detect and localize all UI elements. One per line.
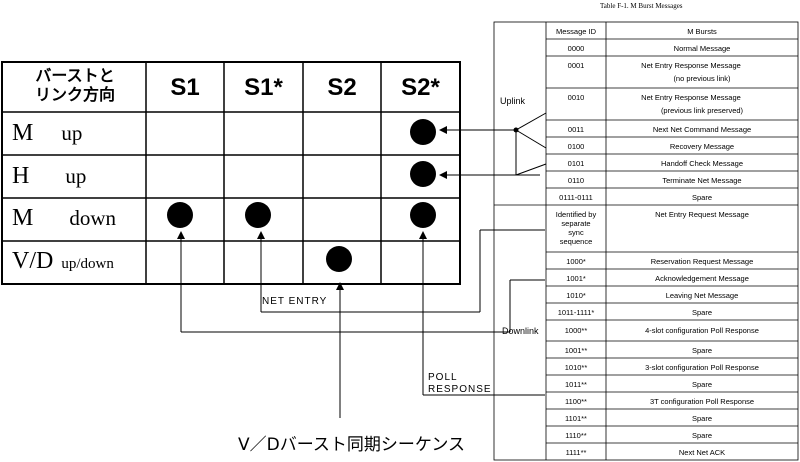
table-row-msg: Next Net Command Message xyxy=(652,125,752,134)
row-label-main: M xyxy=(12,120,34,146)
table-row-id: 1010* xyxy=(566,291,586,300)
dot-vd-s2 xyxy=(326,246,352,272)
table-row-msg: Spare xyxy=(691,346,712,355)
dot-h-up-s2star xyxy=(410,161,436,187)
dot-m-down-s1star xyxy=(245,202,271,228)
table-row-id: 0011 xyxy=(567,125,585,134)
table-row-id: 1000* xyxy=(566,257,586,266)
corner-header: バーストと リンク方向 xyxy=(8,66,142,104)
table-row-id: 1100** xyxy=(565,397,587,406)
uplink-label: Uplink xyxy=(500,96,526,106)
table-row-msg: 3T configuration Poll Response xyxy=(649,397,755,406)
id-line-4: sequence xyxy=(559,237,593,246)
table-row-msg: Handoff Check Message xyxy=(661,159,743,168)
corner-line-1: バーストと xyxy=(35,66,115,85)
dot-m-down-s2star xyxy=(410,202,436,228)
vd-sync-caption: V／Dバースト同期シーケンス xyxy=(238,435,466,455)
poll-response-label: POLL RESPONSE xyxy=(428,372,492,396)
table-row-id: 0000 xyxy=(567,44,585,53)
table-row-id: 1001* xyxy=(566,274,586,283)
dot-m-up-s2star xyxy=(410,119,436,145)
table-row-msg: Terminate Net Message xyxy=(662,176,742,185)
table-row-id: 0010 xyxy=(567,93,585,102)
col-header-s1-star: S1* xyxy=(244,74,283,101)
col-header-s1: S1 xyxy=(170,74,200,101)
col-header-s2-star: S2* xyxy=(401,74,440,101)
table-title: Table F-1. M Burst Messages xyxy=(600,2,683,10)
table-row-id: 1010** xyxy=(564,363,588,372)
table-row-id: 0111-0111 xyxy=(559,193,593,202)
table-row-id: 1011** xyxy=(565,380,587,389)
corner-line-2: リンク方向 xyxy=(34,85,115,104)
header-message-id: Message ID xyxy=(555,27,597,36)
table-row-msg: Net Entry Response Message xyxy=(641,93,741,102)
id-line-3: sync xyxy=(568,228,584,237)
table-row-msg: Spare xyxy=(691,380,712,389)
table-row-id: 0101 xyxy=(567,159,585,168)
table-row-msg: Net Entry Request Message xyxy=(655,210,749,219)
table-row-id: 1110** xyxy=(565,431,587,440)
table-row-msg: Spare xyxy=(691,193,712,202)
row-label-main: H xyxy=(12,163,30,189)
table-row-msg: 4-slot configuration Poll Response xyxy=(645,326,759,335)
table-row-msg: Spare xyxy=(691,431,712,440)
id-line-1: Identified by xyxy=(555,210,597,219)
table-row-msg: Spare xyxy=(691,414,712,423)
table-row-msg: Reservation Request Message xyxy=(650,257,754,266)
table-row-id: 1111** xyxy=(565,448,587,457)
row-label-m-down: M down xyxy=(12,205,116,232)
row-label-sub: down xyxy=(69,206,117,230)
table-row-msg: Acknowledgement Message xyxy=(655,274,749,283)
table-row-msg: Spare xyxy=(691,308,712,317)
row-label-m-up: M up xyxy=(12,120,82,147)
row-label-vd: V/D up/down xyxy=(12,248,114,275)
dot-m-down-s1 xyxy=(167,202,193,228)
table-row-msg-note: (no previous link) xyxy=(673,74,731,83)
table-row-msg: 3-slot configuration Poll Response xyxy=(645,363,759,372)
table-row-id: 0100 xyxy=(567,142,585,151)
table-row-id: 1001** xyxy=(564,346,588,355)
table-row-id: 0110 xyxy=(567,176,585,185)
table-row-id: 1011-1111* xyxy=(557,308,595,317)
burst-grid: バーストと リンク方向 S1 S1* S2 S2* M up H up M do… xyxy=(0,0,470,300)
table-row-msg: Normal Message xyxy=(673,44,731,53)
poll-line-2: RESPONSE xyxy=(428,384,492,395)
table-row-msg: Leaving Net Message xyxy=(665,291,739,300)
row-label-sub: up/down xyxy=(61,256,114,272)
table-row-msg: Recovery Message xyxy=(669,142,735,151)
row-label-main: M xyxy=(12,205,34,231)
table-row-id: 0001 xyxy=(567,61,585,70)
downlink-label: Downlink xyxy=(502,326,539,336)
row-label-h-up: H up xyxy=(12,163,86,190)
table-row-id: 1101** xyxy=(565,414,587,423)
poll-line-1: POLL xyxy=(428,372,458,383)
row-label-sub: up xyxy=(61,121,83,145)
table-row-id: Identified by separate sync sequence xyxy=(546,210,606,246)
row-label-sub: up xyxy=(65,164,87,188)
table-row-msg: Next Net ACK xyxy=(678,448,726,457)
col-header-s2: S2 xyxy=(327,74,357,101)
table-row-id: 1000** xyxy=(564,326,588,335)
table-row-msg: Net Entry Response Message xyxy=(641,61,741,70)
table-row-msg-note: (previous link preserved) xyxy=(660,106,744,115)
id-line-2: separate xyxy=(561,219,591,228)
header-m-bursts: M Bursts xyxy=(687,27,717,36)
grid-lines xyxy=(1,61,461,285)
net-entry-label: NET ENTRY xyxy=(262,296,328,307)
row-label-main: V/D xyxy=(12,248,54,274)
